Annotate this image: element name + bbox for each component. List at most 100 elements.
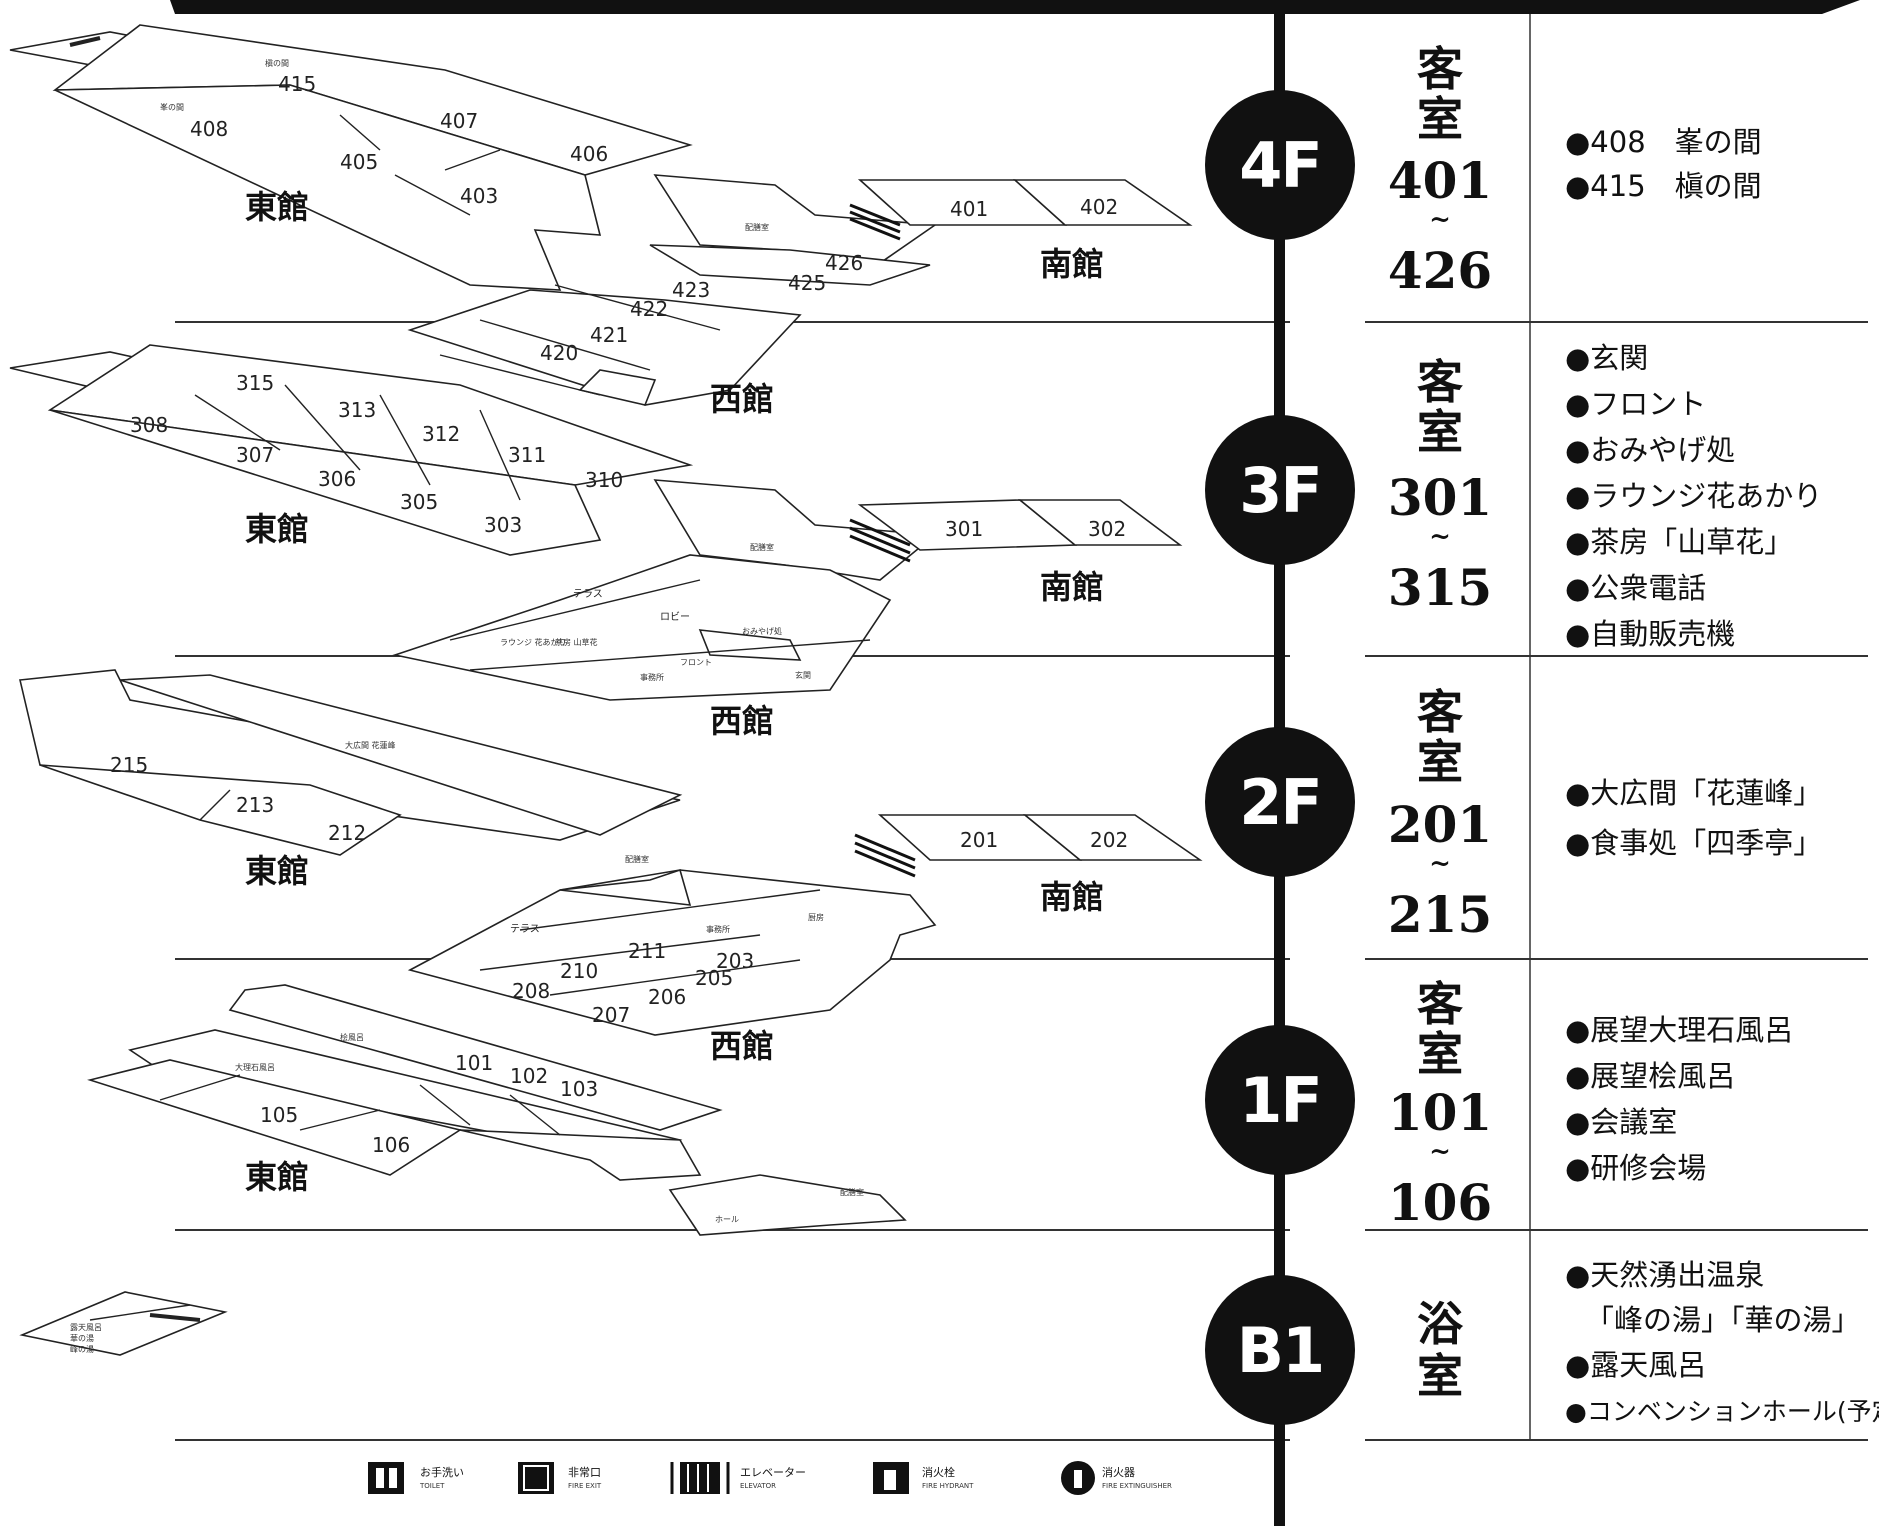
- room-range-from: 401: [1388, 151, 1492, 210]
- room-type-char: 室: [1417, 735, 1463, 789]
- room-label: 配膳室: [745, 222, 769, 232]
- room-range-to: 315: [1388, 558, 1492, 617]
- room-label: 華の湯: [70, 1333, 94, 1343]
- room-label: 201: [960, 828, 998, 852]
- room-label: 215: [110, 753, 148, 777]
- plan-4f: [9, 24, 1193, 406]
- facility-item: ●公衆電話: [1565, 571, 1706, 605]
- room-range-from: 101: [1388, 1083, 1492, 1142]
- room-label: 403: [460, 184, 498, 208]
- room-label: ロビー: [660, 611, 690, 623]
- room-label: 206: [648, 985, 686, 1009]
- room-label: 401: [950, 197, 988, 221]
- room-label: 211: [628, 939, 666, 963]
- building-south: 南館: [1040, 878, 1104, 916]
- room-type-char: 客: [1417, 355, 1463, 409]
- facility-list-2f: ●大広間「花蓮峰」 ●食事処「四季亭」: [1565, 776, 1822, 860]
- elevator-marks-4f: [849, 203, 901, 241]
- room-label: 配膳室: [750, 542, 774, 552]
- facility-list-4f: ●408 峯の間 ●415 槇の間: [1565, 125, 1762, 203]
- building-south: 南館: [1040, 568, 1104, 606]
- range-2f: 客 室 201 ~ 215: [1388, 685, 1492, 944]
- room-label: フロント: [680, 658, 712, 667]
- facility-item: ●天然湧出温泉: [1565, 1258, 1764, 1292]
- floor-badge-4f[interactable]: 4F: [1205, 90, 1355, 240]
- facility-list-b1: ●天然湧出温泉 「峰の湯」「華の湯」 ●露天風呂 ●コンベンションホール(予定): [1565, 1258, 1879, 1426]
- room-label: 槇の間: [265, 58, 289, 68]
- legend-item-elevator: エレベーター ELEVATOR: [670, 1462, 806, 1494]
- room-label: 302: [1088, 517, 1126, 541]
- legend-sublabel: FIRE EXIT: [568, 1482, 602, 1490]
- room-label: テラス: [510, 923, 540, 935]
- room-label: 105: [260, 1103, 298, 1127]
- elevator-icon: [670, 1462, 730, 1494]
- room-type-char: 室: [1417, 405, 1463, 459]
- room-label: 415: [278, 72, 316, 96]
- room-range-tilde: ~: [1429, 1137, 1451, 1167]
- room-label: 配膳室: [625, 854, 649, 864]
- plan-3f: [9, 344, 1183, 701]
- facility-item: ●展望桧風呂: [1565, 1059, 1735, 1093]
- room-range-from: 201: [1388, 795, 1492, 854]
- room-type-char: 浴: [1417, 1297, 1464, 1351]
- building-west: 西館: [710, 702, 774, 740]
- facility-item: ●研修会場: [1565, 1151, 1706, 1185]
- room-label: 峯の間: [160, 102, 184, 112]
- room-label: 420: [540, 341, 578, 365]
- room-label: 303: [484, 513, 522, 537]
- room-label: 307: [236, 443, 274, 467]
- room-label: 426: [825, 251, 863, 275]
- room-type-char: 室: [1417, 1027, 1463, 1081]
- room-label: テラス: [573, 588, 603, 600]
- room-label: 露天風呂: [70, 1323, 102, 1332]
- room-label: 配膳室: [840, 1187, 864, 1197]
- legend-sublabel: TOILET: [419, 1482, 445, 1490]
- facility-item: ●食事処「四季亭」: [1565, 826, 1822, 860]
- room-range-to: 426: [1388, 241, 1492, 300]
- building-east: 東館: [245, 852, 309, 890]
- room-label: 208: [512, 979, 550, 1003]
- room-type-char: 客: [1417, 685, 1463, 739]
- room-type-char: 室: [1417, 92, 1463, 146]
- room-label: 402: [1080, 195, 1118, 219]
- room-label: 106: [372, 1133, 410, 1157]
- legend-label: 非常口: [568, 1466, 601, 1479]
- facility-item: ●自動販売機: [1565, 617, 1735, 651]
- room-label: 306: [318, 467, 356, 491]
- room-label: 310: [585, 468, 623, 492]
- room-label: 405: [340, 150, 378, 174]
- facility-item: ●茶房「山草花」: [1565, 525, 1793, 559]
- building-east: 東館: [245, 188, 309, 226]
- room-label: 312: [422, 422, 460, 446]
- room-label: 210: [560, 959, 598, 983]
- room-label: 421: [590, 323, 628, 347]
- room-label: 408: [190, 117, 228, 141]
- legend: お手洗い TOILET 非常口 FIRE EXIT エレベーター ELEVATO…: [368, 1461, 1172, 1495]
- room-label: 103: [560, 1077, 598, 1101]
- range-3f: 客 室 301 ~ 315: [1388, 355, 1492, 617]
- floor-badge-3f[interactable]: 3F: [1205, 415, 1355, 565]
- legend-label: 消火栓: [922, 1465, 955, 1479]
- facility-item: ●おみやげ処: [1565, 433, 1735, 467]
- legend-item-toilet: お手洗い TOILET: [368, 1462, 464, 1494]
- floor-badge-label: 3F: [1239, 454, 1321, 527]
- range-4f: 客 室 401 ~ 426: [1388, 42, 1492, 300]
- plan-1f: [87, 984, 907, 1236]
- top-band: [170, 0, 1860, 14]
- floor-badge-label: B1: [1237, 1314, 1323, 1387]
- building-west: 西館: [710, 1027, 774, 1065]
- building-east: 東館: [245, 1158, 309, 1196]
- room-label: 事務所: [706, 924, 730, 934]
- floor-badge-1f[interactable]: 1F: [1205, 1025, 1355, 1175]
- room-label: 事務所: [640, 672, 664, 682]
- legend-label: お手洗い: [420, 1465, 464, 1479]
- floor-badge-2f[interactable]: 2F: [1205, 727, 1355, 877]
- facility-item: ●408 峯の間: [1565, 125, 1762, 159]
- plan-b1: [19, 1291, 228, 1356]
- floor-badge-b1[interactable]: B1: [1205, 1275, 1355, 1425]
- facility-item: ●展望大理石風呂: [1565, 1013, 1793, 1047]
- room-label: おみやげ処: [742, 626, 782, 636]
- room-range-tilde: ~: [1429, 522, 1451, 552]
- room-label: 峰の湯: [70, 1344, 94, 1354]
